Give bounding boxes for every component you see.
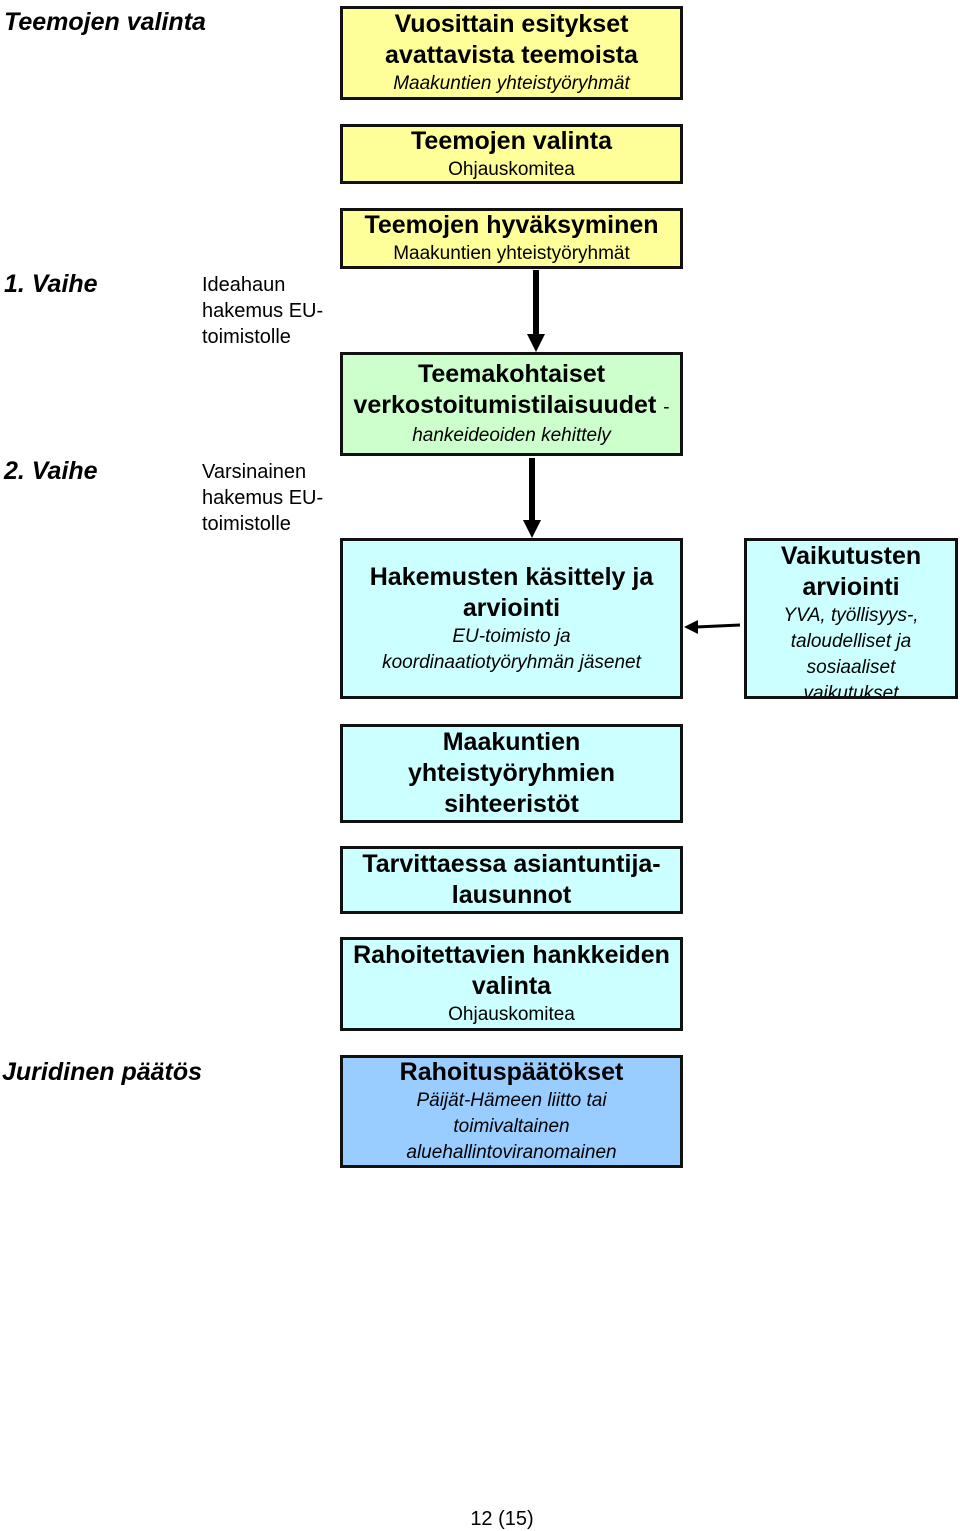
box-project-selection: Rahoitettavien hankkeiden valinta Ohjaus… [340, 937, 683, 1031]
box-title-line: valinta [471, 972, 552, 1000]
box-title-line: Teemojen valinta [411, 126, 612, 155]
box-title-line: Maakuntien [442, 728, 581, 756]
phase-1-description: Ideahaun hakemus EU- toimistolle [202, 272, 323, 350]
box-subtitle: Maakuntien yhteistyöryhmät [393, 243, 630, 264]
box-title-text: verkostoitumistilaisuudet [353, 391, 657, 419]
phase-2-desc-line: Varsinainen [202, 461, 307, 483]
box-theme-approval: Teemojen hyväksyminen Maakuntien yhteist… [340, 208, 683, 269]
label-phase-1: 1. Vaihe [4, 270, 98, 298]
box-subtitle-line: sosiaaliset [806, 657, 896, 678]
box-impact-assessment: Vaikutusten arviointi YVA, työllisyys-, … [744, 538, 958, 699]
box-title-line: Vuosittain esitykset [394, 10, 629, 38]
box-title-line: Teemojen hyväksyminen [364, 211, 659, 239]
phase-2-desc-line: hakemus EU- [202, 487, 324, 509]
box-annual-theme-proposals: Vuosittain esitykset avattavista teemois… [340, 6, 683, 100]
box-networking-events: Teemakohtaiset verkostoitumistilaisuudet… [340, 352, 683, 456]
arrow-impact-to-processing [684, 620, 741, 634]
box-title-line: verkostoitumistilaisuudet - [343, 390, 680, 423]
box-secretariats: Maakuntien yhteistyöryhmien sihteeristöt [340, 724, 683, 823]
box-subtitle-line: EU-toimisto ja [452, 625, 571, 647]
box-subtitle: Maakuntien yhteistyöryhmät [393, 73, 630, 94]
box-title-line: Hakemusten käsittely ja [369, 562, 654, 591]
box-title-line: arviointi [802, 573, 900, 601]
box-subtitle-line: taloudelliset ja [790, 631, 912, 652]
box-title-line: Rahoitettavien hankkeiden [353, 941, 670, 969]
label-phase-2: 2. Vaihe [4, 457, 98, 485]
label-legal-decision: Juridinen päätös [2, 1058, 203, 1086]
box-subtitle: hankeideoiden kehittely [412, 425, 611, 446]
box-subtitle-line: koordinaatiotyöryhmän jäsenet [382, 651, 641, 673]
box-title-line: sihteeristöt [444, 790, 579, 818]
page-number: 12 (15) [470, 1508, 534, 1530]
phase-2-description: Varsinainen hakemus EU- toimistolle [202, 459, 323, 537]
box-subtitle: Ohjauskomitea [448, 1004, 575, 1025]
box-title-line: Rahoituspäätökset [399, 1058, 624, 1086]
box-subtitle: Ohjauskomitea [448, 158, 575, 180]
phase-1-desc-line: toimistolle [202, 326, 291, 348]
box-funding-decisions: Rahoituspäätökset Päijät-Hämeen liitto t… [340, 1055, 683, 1168]
box-subtitle-line: Päijät-Hämeen liitto tai [416, 1090, 607, 1111]
label-theme-selection: Teemojen valinta [4, 8, 206, 36]
box-title-line: avattavista teemoista [385, 41, 638, 69]
box-subtitle-line: YVA, työllisyys-, [783, 605, 919, 626]
box-title-line: lausunnot [451, 881, 572, 909]
box-application-processing: Hakemusten käsittely ja arviointi EU-toi… [340, 538, 683, 699]
box-subtitle-line: vaikutukset [803, 683, 899, 699]
box-title-line: Tarvittaessa asiantuntija- [362, 850, 661, 878]
box-subtitle-line: toimivaltainen [453, 1116, 570, 1137]
phase-2-desc-line: toimistolle [202, 513, 291, 535]
box-title-line: yhteistyöryhmien [407, 759, 615, 787]
box-expert-statements: Tarvittaessa asiantuntija- lausunnot [340, 846, 683, 914]
box-subtitle-line: aluehallintoviranomainen [406, 1142, 617, 1163]
box-title-line: Teemakohtaiset [417, 360, 606, 388]
arrow-networking-to-processing [523, 458, 541, 538]
box-title-line: arviointi [462, 593, 561, 622]
arrow-approval-to-networking [527, 270, 545, 352]
box-title-dash: - [663, 397, 670, 418]
phase-1-desc-line: Ideahaun [202, 274, 286, 296]
box-title-line: Vaikutusten [780, 542, 922, 570]
box-theme-selection: Teemojen valinta Ohjauskomitea [340, 124, 683, 184]
phase-1-desc-line: hakemus EU- [202, 300, 324, 322]
